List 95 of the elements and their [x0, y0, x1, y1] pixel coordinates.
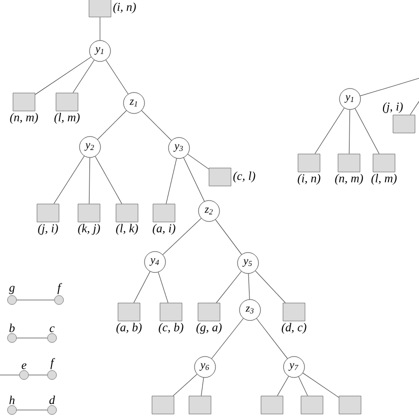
connector — [34, 56, 92, 95]
small-circle — [54, 295, 64, 305]
circle-node: y$_{6}$ — [194, 356, 216, 378]
connector — [298, 376, 308, 396]
square-node — [118, 302, 140, 322]
node-label: (a, i) — [152, 224, 176, 235]
node-label: (c, l) — [233, 172, 256, 182]
connector — [162, 218, 202, 255]
small-circle — [47, 405, 57, 415]
square-node — [152, 396, 174, 414]
connector — [54, 156, 84, 204]
connector — [172, 374, 198, 396]
node-label: b — [9, 324, 15, 332]
node-label: d — [49, 396, 56, 404]
square-node — [188, 396, 212, 414]
node-label: (d, c) — [282, 322, 306, 334]
circle-node: y$_{1}$ — [339, 88, 361, 110]
small-circle — [19, 370, 29, 380]
connector — [134, 271, 150, 304]
square-node — [198, 302, 220, 322]
connector — [188, 154, 210, 170]
node-label: (i, n) — [298, 174, 320, 185]
small-circle — [47, 370, 57, 380]
connector — [360, 78, 419, 96]
connector — [410, 100, 419, 116]
square-node — [338, 154, 360, 172]
circle-node: y$_{3}$ — [168, 137, 190, 159]
node-label: (j, i) — [38, 224, 58, 235]
node-label: (n, m) — [335, 174, 363, 185]
node-label: (c, b) — [158, 322, 184, 334]
node-label: (k, j) — [78, 224, 100, 235]
circle-node: y$_{1}$ — [89, 40, 111, 62]
square-node — [116, 204, 138, 222]
connector — [158, 272, 168, 304]
square-node — [78, 204, 100, 222]
connector — [256, 318, 288, 359]
connector — [216, 271, 242, 304]
square-node — [298, 154, 320, 172]
square-node — [300, 396, 324, 414]
node-label: f — [57, 283, 62, 294]
connector — [106, 60, 128, 94]
connector — [97, 110, 127, 140]
node-label: (i, n) — [113, 2, 136, 14]
connector — [28, 374, 48, 376]
node-label: c — [50, 326, 55, 332]
connector — [248, 273, 250, 300]
connector — [215, 219, 242, 255]
square-node — [282, 302, 306, 322]
connector — [200, 377, 204, 396]
connector — [211, 318, 244, 359]
connector — [141, 110, 172, 141]
circle-node: y$_{5}$ — [237, 252, 259, 274]
small-circle — [47, 333, 57, 343]
square-node — [338, 396, 362, 414]
connector — [72, 60, 94, 94]
square-node — [208, 168, 232, 186]
square-node — [56, 92, 78, 112]
square-node — [372, 154, 396, 172]
circle-node: z$_{1}$ — [123, 92, 145, 114]
node-label: g — [9, 286, 15, 294]
connector — [88, 157, 90, 204]
small-circle — [7, 405, 17, 415]
small-circle — [7, 333, 17, 343]
connector — [302, 372, 340, 398]
connector — [183, 157, 205, 202]
connector — [314, 108, 344, 154]
circle-node: y$_{2}$ — [79, 136, 101, 158]
node-label: h — [9, 396, 14, 404]
node-label: (j, i) — [382, 102, 403, 114]
node-label: (l, m) — [54, 112, 80, 124]
square-node — [152, 204, 176, 222]
connector — [166, 158, 177, 204]
node-label: f — [50, 358, 56, 370]
node-label: e — [22, 363, 26, 370]
connector — [94, 156, 122, 204]
node-label: (l, m) — [371, 174, 397, 185]
connector — [255, 270, 286, 304]
square-node — [160, 302, 182, 322]
square-node — [12, 92, 36, 112]
connector — [0, 374, 20, 376]
node-label: (g, a) — [196, 322, 222, 334]
circle-node: z$_{2}$ — [198, 200, 220, 222]
node-label: (l, k) — [116, 224, 138, 235]
connector — [354, 108, 380, 154]
square-node — [260, 396, 284, 414]
node-label: (a, b) — [116, 322, 142, 334]
square-node — [36, 204, 60, 222]
small-circle — [7, 295, 17, 305]
node-label: (n, m) — [10, 112, 38, 124]
square-node — [392, 114, 416, 134]
circle-node: z$_{3}$ — [239, 299, 261, 321]
circle-node: y$_{4}$ — [144, 251, 166, 273]
connector — [348, 109, 350, 154]
connector — [277, 376, 289, 396]
circle-node: y$_{7}$ — [283, 356, 305, 378]
